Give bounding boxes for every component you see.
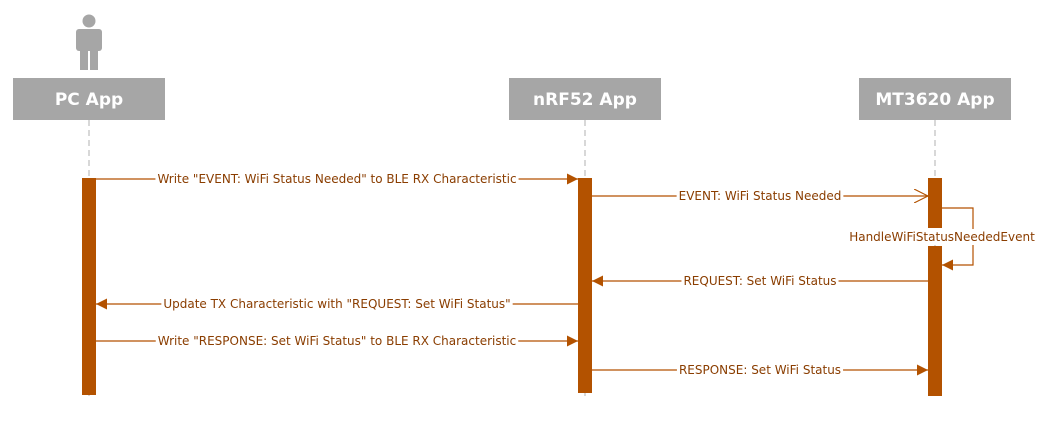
message-1: Write "EVENT: WiFi Status Needed" to BLE… <box>96 171 578 187</box>
message-2: EVENT: WiFi Status Needed <box>592 188 928 204</box>
message-label-bg-1 <box>155 171 519 187</box>
message-label-7: RESPONSE: Set WiFi Status <box>679 363 841 377</box>
person-icon-right-leg <box>90 48 98 70</box>
message-label-bg-5 <box>161 296 513 312</box>
message-4: REQUEST: Set WiFi Status <box>592 273 928 289</box>
activation-bar-mt-2 <box>928 246 942 396</box>
message-label-bg-3 <box>847 229 1038 245</box>
message-label-bg-4 <box>681 273 839 289</box>
participant-pc: PC App <box>13 14 165 398</box>
activation-bar-pc-1 <box>82 178 96 395</box>
person-icon-head <box>82 14 96 28</box>
person-icon <box>76 14 102 70</box>
participant-box-mt <box>859 78 1011 120</box>
message-7: RESPONSE: Set WiFi Status <box>592 362 928 378</box>
activation-bar-mt-1 <box>928 178 942 228</box>
message-3: HandleWiFiStatusNeededEvent <box>847 207 1038 271</box>
message-label-6: Write "RESPONSE: Set WiFi Status" to BLE… <box>158 334 517 348</box>
participant-label-mt: MT3620 App <box>875 90 994 110</box>
person-icon-left-leg <box>80 48 88 70</box>
message-label-3: HandleWiFiStatusNeededEvent <box>849 230 1035 244</box>
message-label-2: EVENT: WiFi Status Needed <box>679 189 842 203</box>
participant-mt: MT3620 App <box>859 78 1011 398</box>
person-icon-torso <box>76 29 102 51</box>
participant-box-nrf <box>509 78 661 120</box>
message-5: Update TX Characteristic with "REQUEST: … <box>96 296 578 312</box>
message-6: Write "RESPONSE: Set WiFi Status" to BLE… <box>96 333 578 349</box>
message-label-bg-6 <box>155 333 519 349</box>
message-label-bg-2 <box>676 188 844 204</box>
participant-box-pc <box>13 78 165 120</box>
message-label-5: Update TX Characteristic with "REQUEST: … <box>163 297 510 311</box>
participant-label-pc: PC App <box>55 90 123 110</box>
activation-bar-nrf-1 <box>578 178 592 393</box>
message-label-1: Write "EVENT: WiFi Status Needed" to BLE… <box>157 172 516 186</box>
message-label-bg-7 <box>676 362 844 378</box>
participant-label-nrf: nRF52 App <box>533 90 637 110</box>
message-label-4: REQUEST: Set WiFi Status <box>683 274 836 288</box>
participant-nrf: nRF52 App <box>509 78 661 398</box>
